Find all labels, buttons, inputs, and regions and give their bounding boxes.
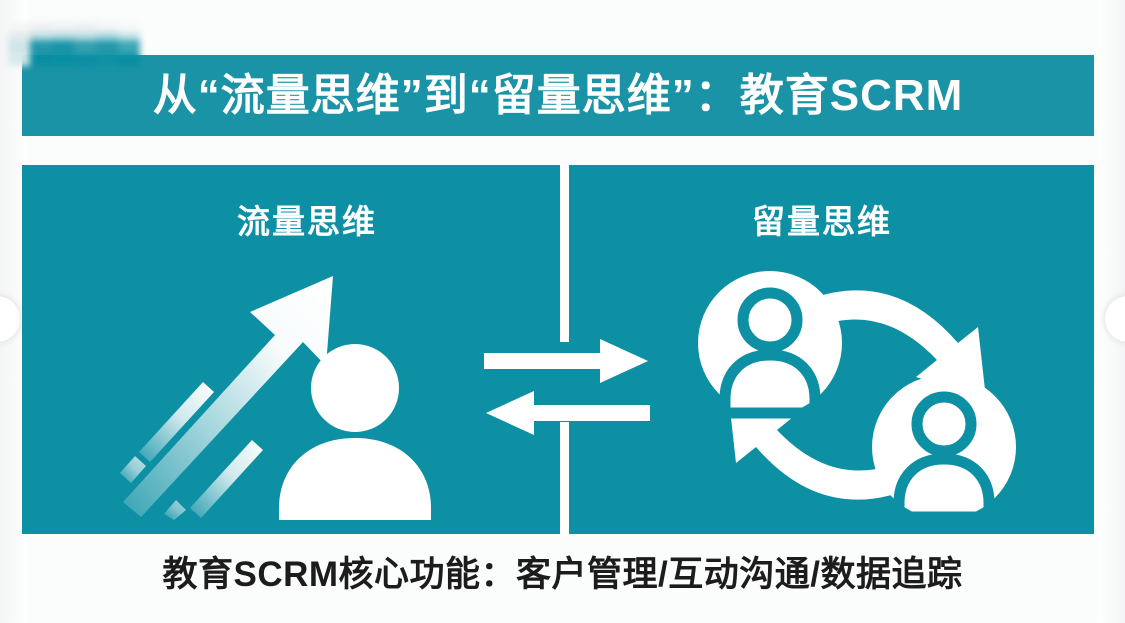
arrow-left-icon — [486, 391, 650, 435]
blurred-watermark — [8, 22, 140, 66]
caption-text: 教育SCRM核心功能：客户管理/互动沟通/数据追踪 — [162, 555, 963, 594]
page-title: 从“流量思维”到“留量思维”：教育SCRM — [152, 70, 964, 120]
person-circle-lower — [872, 375, 1016, 523]
left-column-heading: 流量思维 — [237, 203, 377, 240]
two-person-cycle-icon — [692, 265, 1022, 525]
rising-arrow-person-icon — [117, 270, 447, 534]
arrow-right-icon — [484, 339, 648, 383]
person-circle-upper — [698, 271, 842, 419]
page-right-edge — [1097, 0, 1125, 623]
title-banner: 从“流量思维”到“留量思维”：教育SCRM — [22, 55, 1094, 136]
exchange-arrows — [482, 335, 652, 445]
vertical-divider-bottom — [560, 422, 569, 534]
right-column-heading: 留量思维 — [752, 203, 892, 240]
vertical-divider-top — [560, 165, 569, 342]
page-corner-curve-right — [1105, 296, 1125, 342]
page-corner-curve-left — [0, 296, 20, 342]
diagram-panel: 流量思维 留量思维 — [22, 165, 1094, 534]
